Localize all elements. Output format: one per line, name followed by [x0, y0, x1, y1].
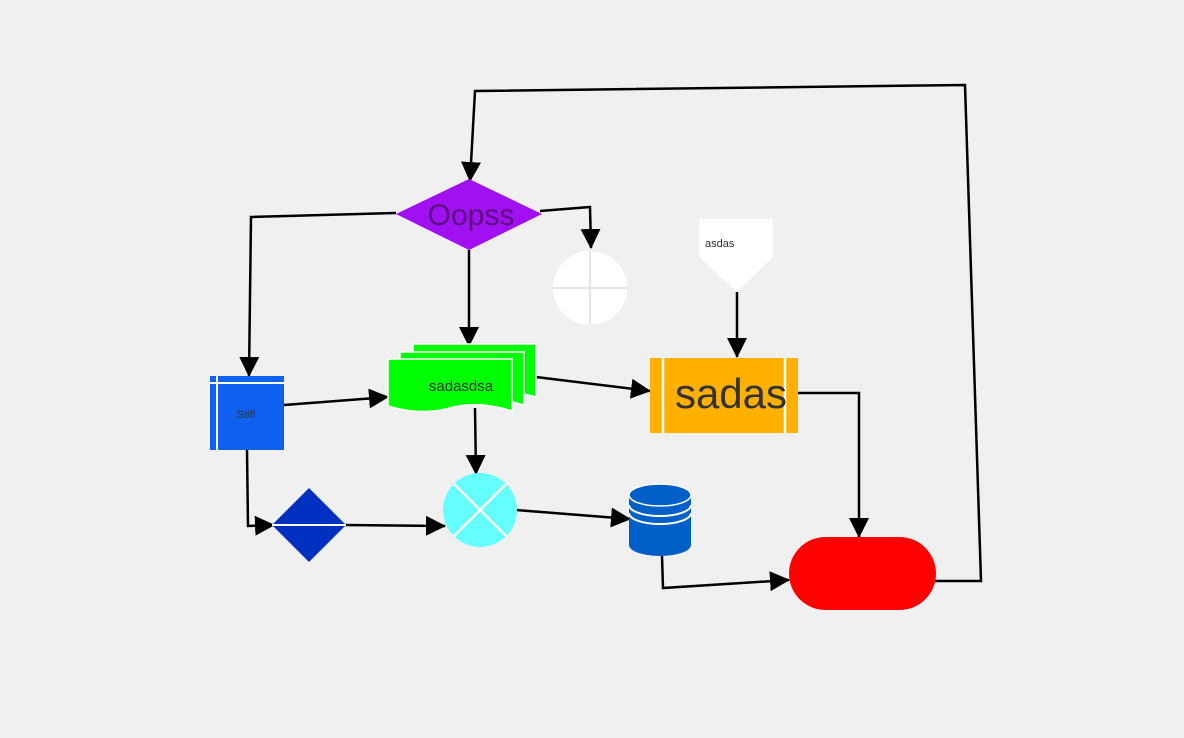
or-junction-node[interactable]: [443, 473, 517, 547]
edge-document-to-or-junction[interactable]: [465, 407, 486, 475]
edge-database-to-terminator[interactable]: [660, 555, 790, 592]
edge-sort-to-or-junction[interactable]: [344, 515, 446, 536]
database-top: [628, 483, 692, 507]
internal-storage-label: Stiff: [237, 409, 257, 421]
terminator-shape: [789, 537, 936, 610]
predefined-process-label: sadas: [675, 370, 787, 417]
edge-document-to-process[interactable]: [535, 375, 651, 399]
edge-or-junction-to-database[interactable]: [515, 507, 631, 528]
predefined-process-node[interactable]: sadas: [650, 358, 798, 433]
offpage-connector-node[interactable]: asdas: [699, 219, 773, 292]
decision-shape: [396, 179, 542, 250]
database-ring: [628, 504, 692, 517]
edge-decision-to-storage[interactable]: [239, 211, 397, 377]
edges: [239, 83, 983, 592]
terminator-node[interactable]: [789, 537, 936, 610]
or-junction-cross: [453, 483, 507, 537]
internal-storage-shape: [210, 376, 284, 450]
sort-node[interactable]: [272, 488, 346, 562]
decision-node[interactable]: Oopss: [396, 179, 542, 250]
edge-storage-to-sort[interactable]: [245, 449, 275, 536]
multi-document-front-sheet: [387, 358, 513, 413]
edge-terminator-to-decision[interactable]: [461, 83, 983, 583]
database-node[interactable]: [628, 483, 692, 556]
multi-document-node[interactable]: sadasdsa: [387, 343, 537, 413]
edge-decision-to-summing-junction[interactable]: [539, 205, 601, 249]
multi-document-label: sadasdsa: [429, 378, 494, 395]
edge-storage-to-document[interactable]: [283, 388, 389, 409]
predefined-process-shape: [650, 358, 798, 433]
database-ring: [628, 512, 692, 525]
offpage-connector-label: asdas: [705, 238, 735, 250]
internal-storage-node[interactable]: Stiff: [210, 376, 284, 450]
edge-process-to-terminator[interactable]: [798, 391, 869, 538]
offpage-connector-shape: [699, 219, 773, 292]
decision-label: Oopss: [428, 199, 515, 232]
summing-junction-node[interactable]: [553, 251, 627, 325]
